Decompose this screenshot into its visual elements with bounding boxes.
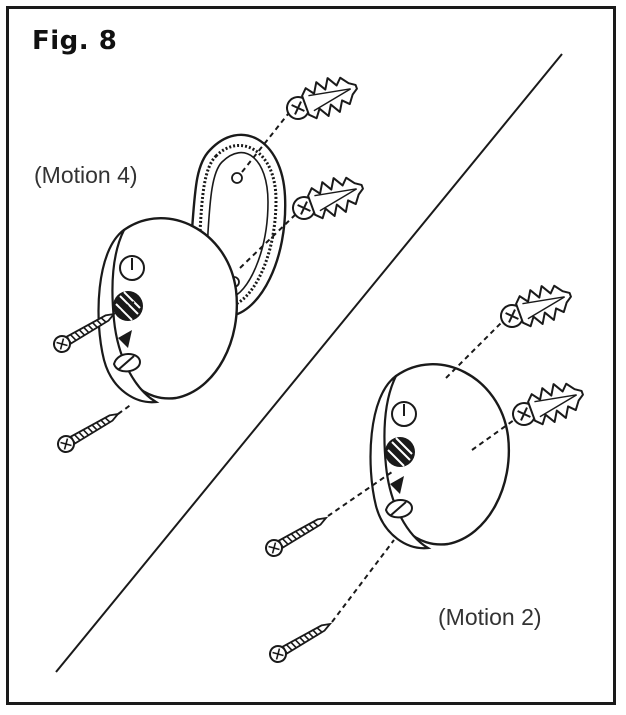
figure-title: Fig. 8 — [32, 26, 118, 56]
motion-sensor-icon — [369, 363, 511, 550]
screw-icon — [262, 510, 331, 560]
wall-anchor-icon — [286, 168, 370, 230]
label-motion-4: (Motion 4) — [34, 162, 138, 188]
wall-line — [55, 53, 563, 673]
wall-anchor-icon — [280, 68, 364, 130]
label-motion-2: (Motion 2) — [438, 604, 542, 630]
wall-anchor-icon — [506, 374, 590, 436]
wall-anchor-icon — [494, 276, 578, 338]
screw-icon — [54, 406, 123, 456]
screw-icon — [266, 616, 335, 666]
